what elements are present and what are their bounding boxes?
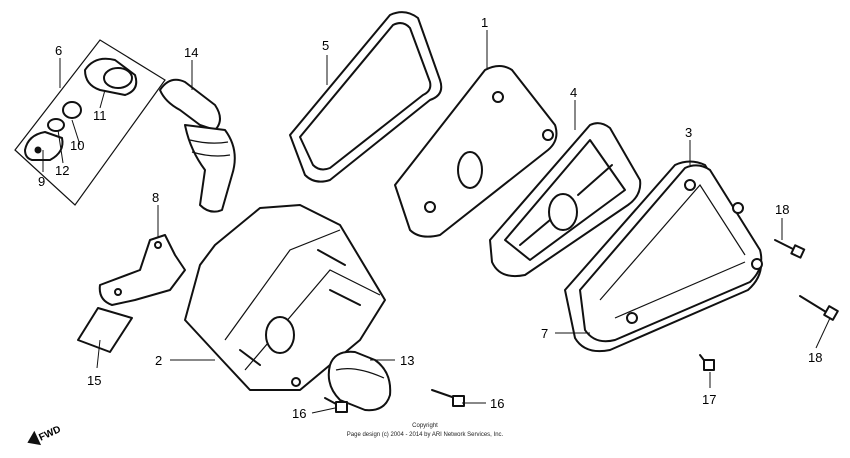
pad [77, 307, 133, 353]
gasket-top [289, 11, 443, 183]
callout-4: 4 [570, 85, 577, 100]
bolt-18-upper [774, 239, 806, 259]
callout-1: 1 [481, 15, 488, 30]
callout-12: 12 [55, 163, 69, 178]
air-cleaner-cover [564, 160, 763, 353]
callout-7: 7 [541, 326, 548, 341]
callout-15: 15 [87, 373, 101, 388]
callout-9: 9 [38, 174, 45, 189]
callout-5: 5 [322, 38, 329, 53]
callout-3: 3 [685, 125, 692, 140]
connector-boot [327, 350, 392, 412]
bolt-16-left [324, 397, 348, 413]
callout-13: 13 [400, 353, 414, 368]
air-cleaner-case [184, 204, 386, 391]
callout-6: 6 [55, 43, 62, 58]
copyright-line-1: Copyright [412, 423, 438, 429]
callout-16-right: 16 [490, 396, 504, 411]
air-filter-element [394, 65, 558, 238]
forward-direction-indicator: FWD [27, 424, 63, 446]
bolt-17 [699, 354, 715, 371]
leader-lines [42, 30, 831, 414]
fwd-label: FWD [37, 424, 62, 444]
element-holder [489, 122, 642, 278]
callout-18-lower: 18 [808, 350, 822, 365]
copyright-line-2: Page design (c) 2004 - 2014 by ARI Netwo… [347, 432, 504, 438]
callouts: 1 2 3 4 5 6 7 8 9 10 11 12 13 14 15 16 1… [38, 15, 822, 421]
callout-10: 10 [70, 138, 84, 153]
intake-duct [159, 78, 236, 213]
callout-8: 8 [152, 190, 159, 205]
callout-2: 2 [155, 353, 162, 368]
intake-assembly [14, 39, 166, 206]
callout-14: 14 [184, 45, 198, 60]
callout-17: 17 [702, 392, 716, 407]
bracket [98, 234, 186, 306]
arrow-left-icon [27, 430, 42, 446]
bolt-18-lower [799, 295, 839, 321]
bolt-16-right [431, 389, 465, 407]
callout-11: 11 [93, 108, 107, 123]
callout-18-upper: 18 [775, 202, 789, 217]
callout-16-left: 16 [292, 406, 306, 421]
